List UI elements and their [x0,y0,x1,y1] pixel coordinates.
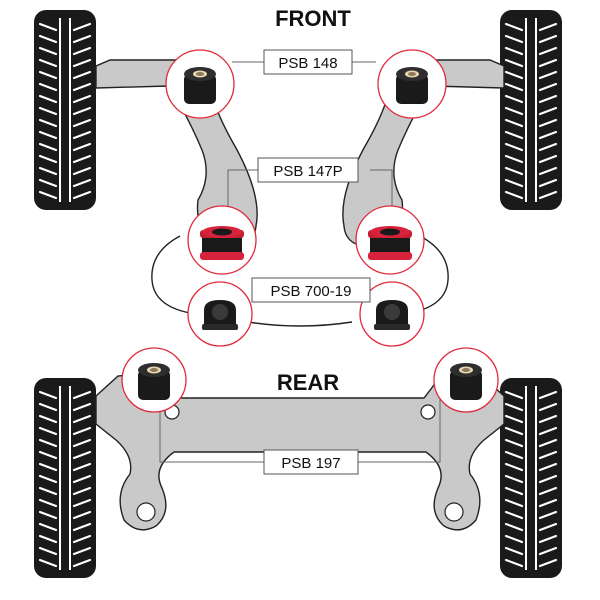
bush-callout-psb197-left [121,347,187,413]
bush-icon [138,363,170,400]
bush-icon [450,363,482,400]
rear-mount-hole-left [136,502,156,522]
front-anti-roll-bar-centre [247,321,353,327]
bush-callout-psb148-right [377,49,447,119]
bush-icon [200,226,244,260]
label-psb147p: PSB 147P [257,157,359,183]
heading-front: FRONT [275,6,351,31]
bush-callout-psb700-left [187,281,253,347]
label-psb700: PSB 700-19 [251,277,371,303]
tyre-icon-rear-left [32,376,98,580]
rear-small-hole-right [420,404,436,420]
bush-icon [368,226,412,260]
bush-icon [184,67,216,104]
bush-callout-psb700-right [359,281,425,347]
label-psb197-text: PSB 197 [281,455,340,472]
label-psb148-text: PSB 148 [278,55,337,72]
label-psb147p-text: PSB 147P [273,163,342,180]
heading-rear: REAR [277,370,339,395]
label-psb197: PSB 197 [263,449,359,475]
rear-mount-hole-right [444,502,464,522]
tyre-icon-front-right [498,8,564,212]
bush-callout-psb197-right [433,347,499,413]
bush-icon [374,300,410,330]
bush-callout-psb147p-right [355,205,425,275]
bush-icon [202,300,238,330]
label-psb148: PSB 148 [263,49,353,75]
tyre-icon-rear-right [498,376,564,580]
bush-callout-psb147p-left [187,205,257,275]
label-psb700-text: PSB 700-19 [271,283,352,300]
front-anti-roll-bar-left [151,235,197,315]
tyre-icon-front-left [32,8,98,212]
bush-callout-psb148-left [165,49,235,119]
bush-icon [396,67,428,104]
